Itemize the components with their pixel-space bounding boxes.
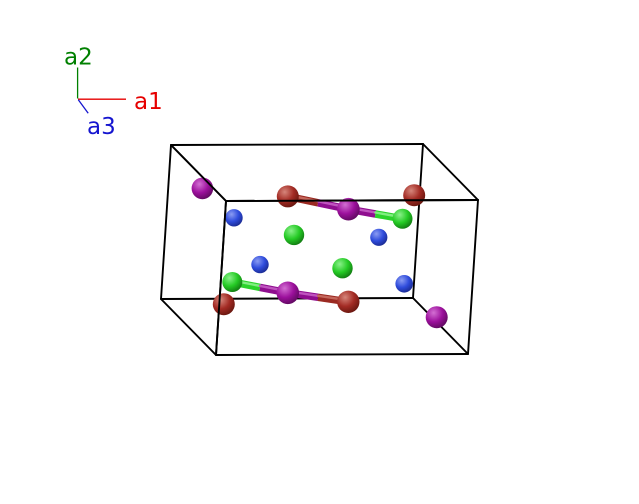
atom-darkred-bottom-right[interactable] [337, 290, 360, 313]
atom-darkred-top-right[interactable] [403, 184, 426, 207]
axes-widget: a1 a2 a3 [64, 45, 163, 141]
atom-green-middle-left[interactable] [283, 224, 305, 246]
atom-green-bottom-left[interactable] [222, 272, 243, 292]
cell-edge-B-D [412, 143, 424, 299]
atom-purple-top-left[interactable] [191, 177, 214, 200]
atom-blue-upper-left[interactable] [225, 209, 243, 227]
unit-cell-front-edges [170, 144, 479, 356]
atom-purple-bottom-right[interactable] [425, 306, 448, 329]
cell-edge-front-A-Ap [170, 144, 227, 202]
atom-purple-top[interactable] [337, 197, 360, 221]
cell-edge-Bp-Dp [467, 199, 479, 355]
cell-edge-A-C [160, 144, 172, 300]
axis-label-a3: a3 [87, 114, 116, 140]
cell-edge-B-Bp [422, 143, 479, 201]
cell-edge-Cp-Dp [215, 353, 469, 356]
atom-green-top-right[interactable] [392, 208, 413, 229]
atom-purple-bottom[interactable] [276, 281, 300, 305]
atom-blue-lower-right[interactable] [395, 275, 414, 293]
axis-label-a1: a1 [134, 89, 163, 115]
atom-darkred-bottom-left[interactable] [212, 293, 235, 316]
axis-label-a2: a2 [64, 45, 93, 71]
atom-blue-middle-left[interactable] [251, 255, 269, 274]
atom-blue-middle-right[interactable] [370, 228, 388, 246]
atom-green-middle[interactable] [332, 258, 353, 279]
cell-edge-front-Ap-Cp [215, 200, 227, 356]
cell-edge-front-Ap-Bp [225, 199, 479, 202]
axis-line-a3 [77, 99, 89, 114]
cell-edge-A-B [170, 143, 424, 146]
cell-edge-C-Cp [160, 298, 217, 356]
atom-darkred-top-left[interactable] [276, 185, 299, 208]
